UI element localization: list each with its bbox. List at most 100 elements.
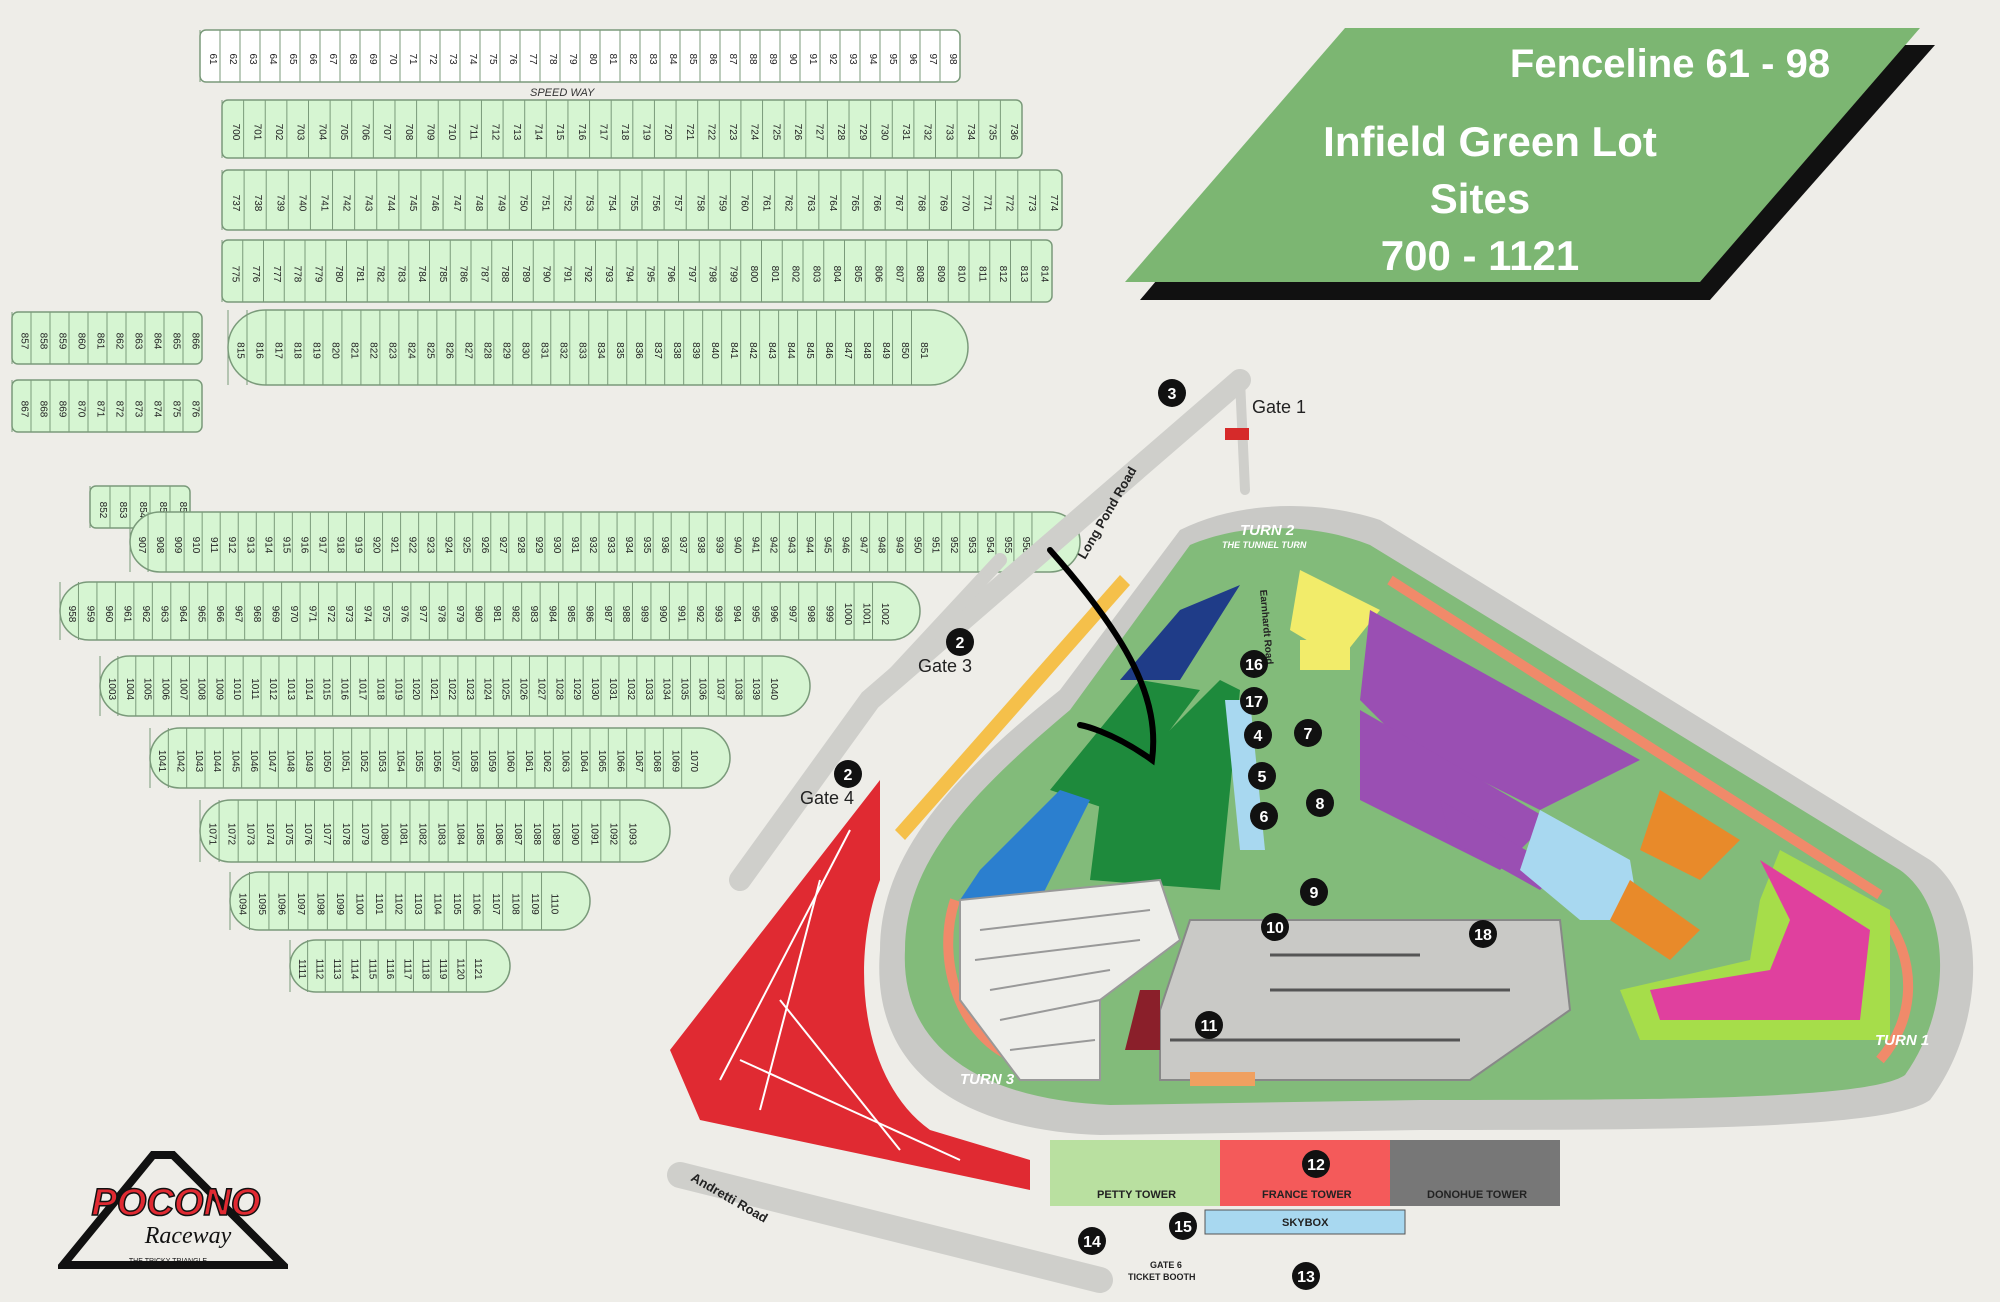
site-number[interactable]: 985 — [565, 606, 576, 623]
red-lot[interactable] — [670, 780, 1030, 1190]
site-number[interactable]: 1080 — [378, 823, 389, 846]
site-number[interactable]: 1015 — [321, 678, 332, 701]
site-number[interactable]: 1087 — [512, 823, 523, 846]
site-number[interactable]: 786 — [458, 266, 469, 283]
site-number[interactable]: 764 — [827, 195, 838, 212]
site-number[interactable]: 984 — [546, 606, 557, 623]
site-number[interactable]: 967 — [232, 606, 243, 623]
site-number[interactable]: 1088 — [531, 823, 542, 846]
site-number[interactable]: 790 — [541, 266, 552, 283]
site-number[interactable]: 726 — [792, 124, 803, 141]
site-number[interactable]: 1090 — [569, 823, 580, 846]
site-number[interactable]: 849 — [880, 342, 891, 359]
site-number[interactable]: 846 — [823, 342, 834, 359]
site-number[interactable]: 804 — [831, 266, 842, 283]
site-number[interactable]: 84 — [667, 53, 678, 65]
site-number[interactable]: 1005 — [142, 678, 153, 701]
site-number[interactable]: 1068 — [651, 750, 662, 773]
site-number[interactable]: 1078 — [340, 823, 351, 846]
site-number[interactable]: 1008 — [195, 678, 206, 701]
site-number[interactable]: 61 — [207, 53, 218, 65]
skybox[interactable] — [1204, 1209, 1406, 1235]
site-number[interactable]: 1051 — [340, 750, 351, 773]
site-number[interactable]: 703 — [295, 124, 306, 141]
site-number[interactable]: 1055 — [413, 750, 424, 773]
site-number[interactable]: 735 — [987, 124, 998, 141]
site-number[interactable]: 819 — [310, 342, 321, 359]
site-number[interactable]: 923 — [425, 537, 436, 554]
site-number[interactable]: 919 — [352, 537, 363, 554]
site-number[interactable]: 1044 — [211, 750, 222, 773]
site-number[interactable]: 981 — [491, 606, 502, 623]
site-number[interactable]: 1054 — [395, 750, 406, 773]
site-number[interactable]: 936 — [659, 537, 670, 554]
site-number[interactable]: 850 — [899, 342, 910, 359]
marker-2[interactable]: 2 — [834, 760, 862, 788]
site-number[interactable]: 1048 — [285, 750, 296, 773]
site-number[interactable]: 724 — [749, 124, 760, 141]
site-number[interactable]: 758 — [694, 195, 705, 212]
site-number[interactable]: 1118 — [419, 959, 430, 980]
site-number[interactable]: 1023 — [464, 678, 475, 701]
site-number[interactable]: 74 — [467, 53, 478, 65]
site-number[interactable]: 86 — [707, 53, 718, 65]
site-number[interactable]: 762 — [783, 195, 794, 212]
site-number[interactable]: 1085 — [474, 823, 485, 846]
site-number[interactable]: 801 — [769, 266, 780, 283]
site-number[interactable]: 1079 — [359, 823, 370, 846]
site-number[interactable]: 1107 — [490, 893, 501, 915]
site-number[interactable]: 1026 — [518, 678, 529, 701]
site-number[interactable]: 847 — [842, 342, 853, 359]
site-number[interactable]: 733 — [943, 124, 954, 141]
site-number[interactable]: 1075 — [283, 823, 294, 846]
site-number[interactable]: 840 — [709, 342, 720, 359]
site-number[interactable]: 1100 — [354, 893, 365, 915]
site-number[interactable]: 77 — [527, 53, 538, 65]
site-number[interactable]: 862 — [114, 333, 125, 350]
site-number[interactable]: 1004 — [124, 678, 135, 701]
site-number[interactable]: 952 — [948, 537, 959, 554]
site-number[interactable]: 1030 — [589, 678, 600, 701]
pink-lot[interactable] — [1650, 860, 1870, 1020]
marker-18[interactable]: 18 — [1469, 920, 1497, 948]
site-number[interactable]: 701 — [251, 124, 262, 141]
site-number[interactable]: 930 — [551, 537, 562, 554]
site-number[interactable]: 928 — [515, 537, 526, 554]
site-number[interactable]: 778 — [292, 266, 303, 283]
site-number[interactable]: 779 — [312, 266, 323, 283]
site-number[interactable]: 938 — [695, 537, 706, 554]
site-number[interactable]: 932 — [587, 537, 598, 554]
site-number[interactable]: 94 — [867, 53, 878, 65]
site-number[interactable]: 1011 — [249, 678, 260, 700]
orange-lot-2[interactable] — [1610, 880, 1700, 960]
site-number[interactable]: 794 — [624, 266, 635, 283]
site-number[interactable]: 1063 — [560, 750, 571, 773]
site-number[interactable]: 1045 — [230, 750, 241, 773]
site-number[interactable]: 1003 — [106, 678, 117, 701]
site-number[interactable]: 1013 — [285, 678, 296, 701]
orange-lot[interactable] — [1640, 790, 1740, 880]
site-number[interactable]: 1033 — [643, 678, 654, 701]
purple-lot[interactable] — [1360, 610, 1640, 810]
site-number[interactable]: 960 — [103, 606, 114, 623]
site-number[interactable]: 951 — [930, 537, 941, 554]
site-number[interactable]: 939 — [713, 537, 724, 554]
site-number[interactable]: 997 — [786, 606, 797, 623]
site-number[interactable]: 809 — [935, 266, 946, 283]
marker-3[interactable]: 3 — [1158, 379, 1186, 407]
site-number[interactable]: 739 — [274, 195, 285, 212]
site-number[interactable]: 776 — [250, 266, 261, 283]
site-number[interactable]: 1067 — [633, 750, 644, 773]
site-number[interactable]: 876 — [190, 401, 201, 418]
site-number[interactable]: 970 — [288, 606, 299, 623]
site-number[interactable]: 852 — [97, 502, 108, 519]
site-number[interactable]: 769 — [937, 195, 948, 212]
site-number[interactable]: 1066 — [615, 750, 626, 773]
site-number[interactable]: 75 — [487, 53, 498, 65]
site-number[interactable]: 1069 — [670, 750, 681, 773]
site-number[interactable]: 68 — [347, 53, 358, 65]
site-number[interactable]: 1106 — [470, 893, 481, 915]
site-number[interactable]: 1010 — [231, 678, 242, 701]
site-number[interactable]: 995 — [750, 606, 761, 623]
site-number[interactable]: 859 — [57, 333, 68, 350]
